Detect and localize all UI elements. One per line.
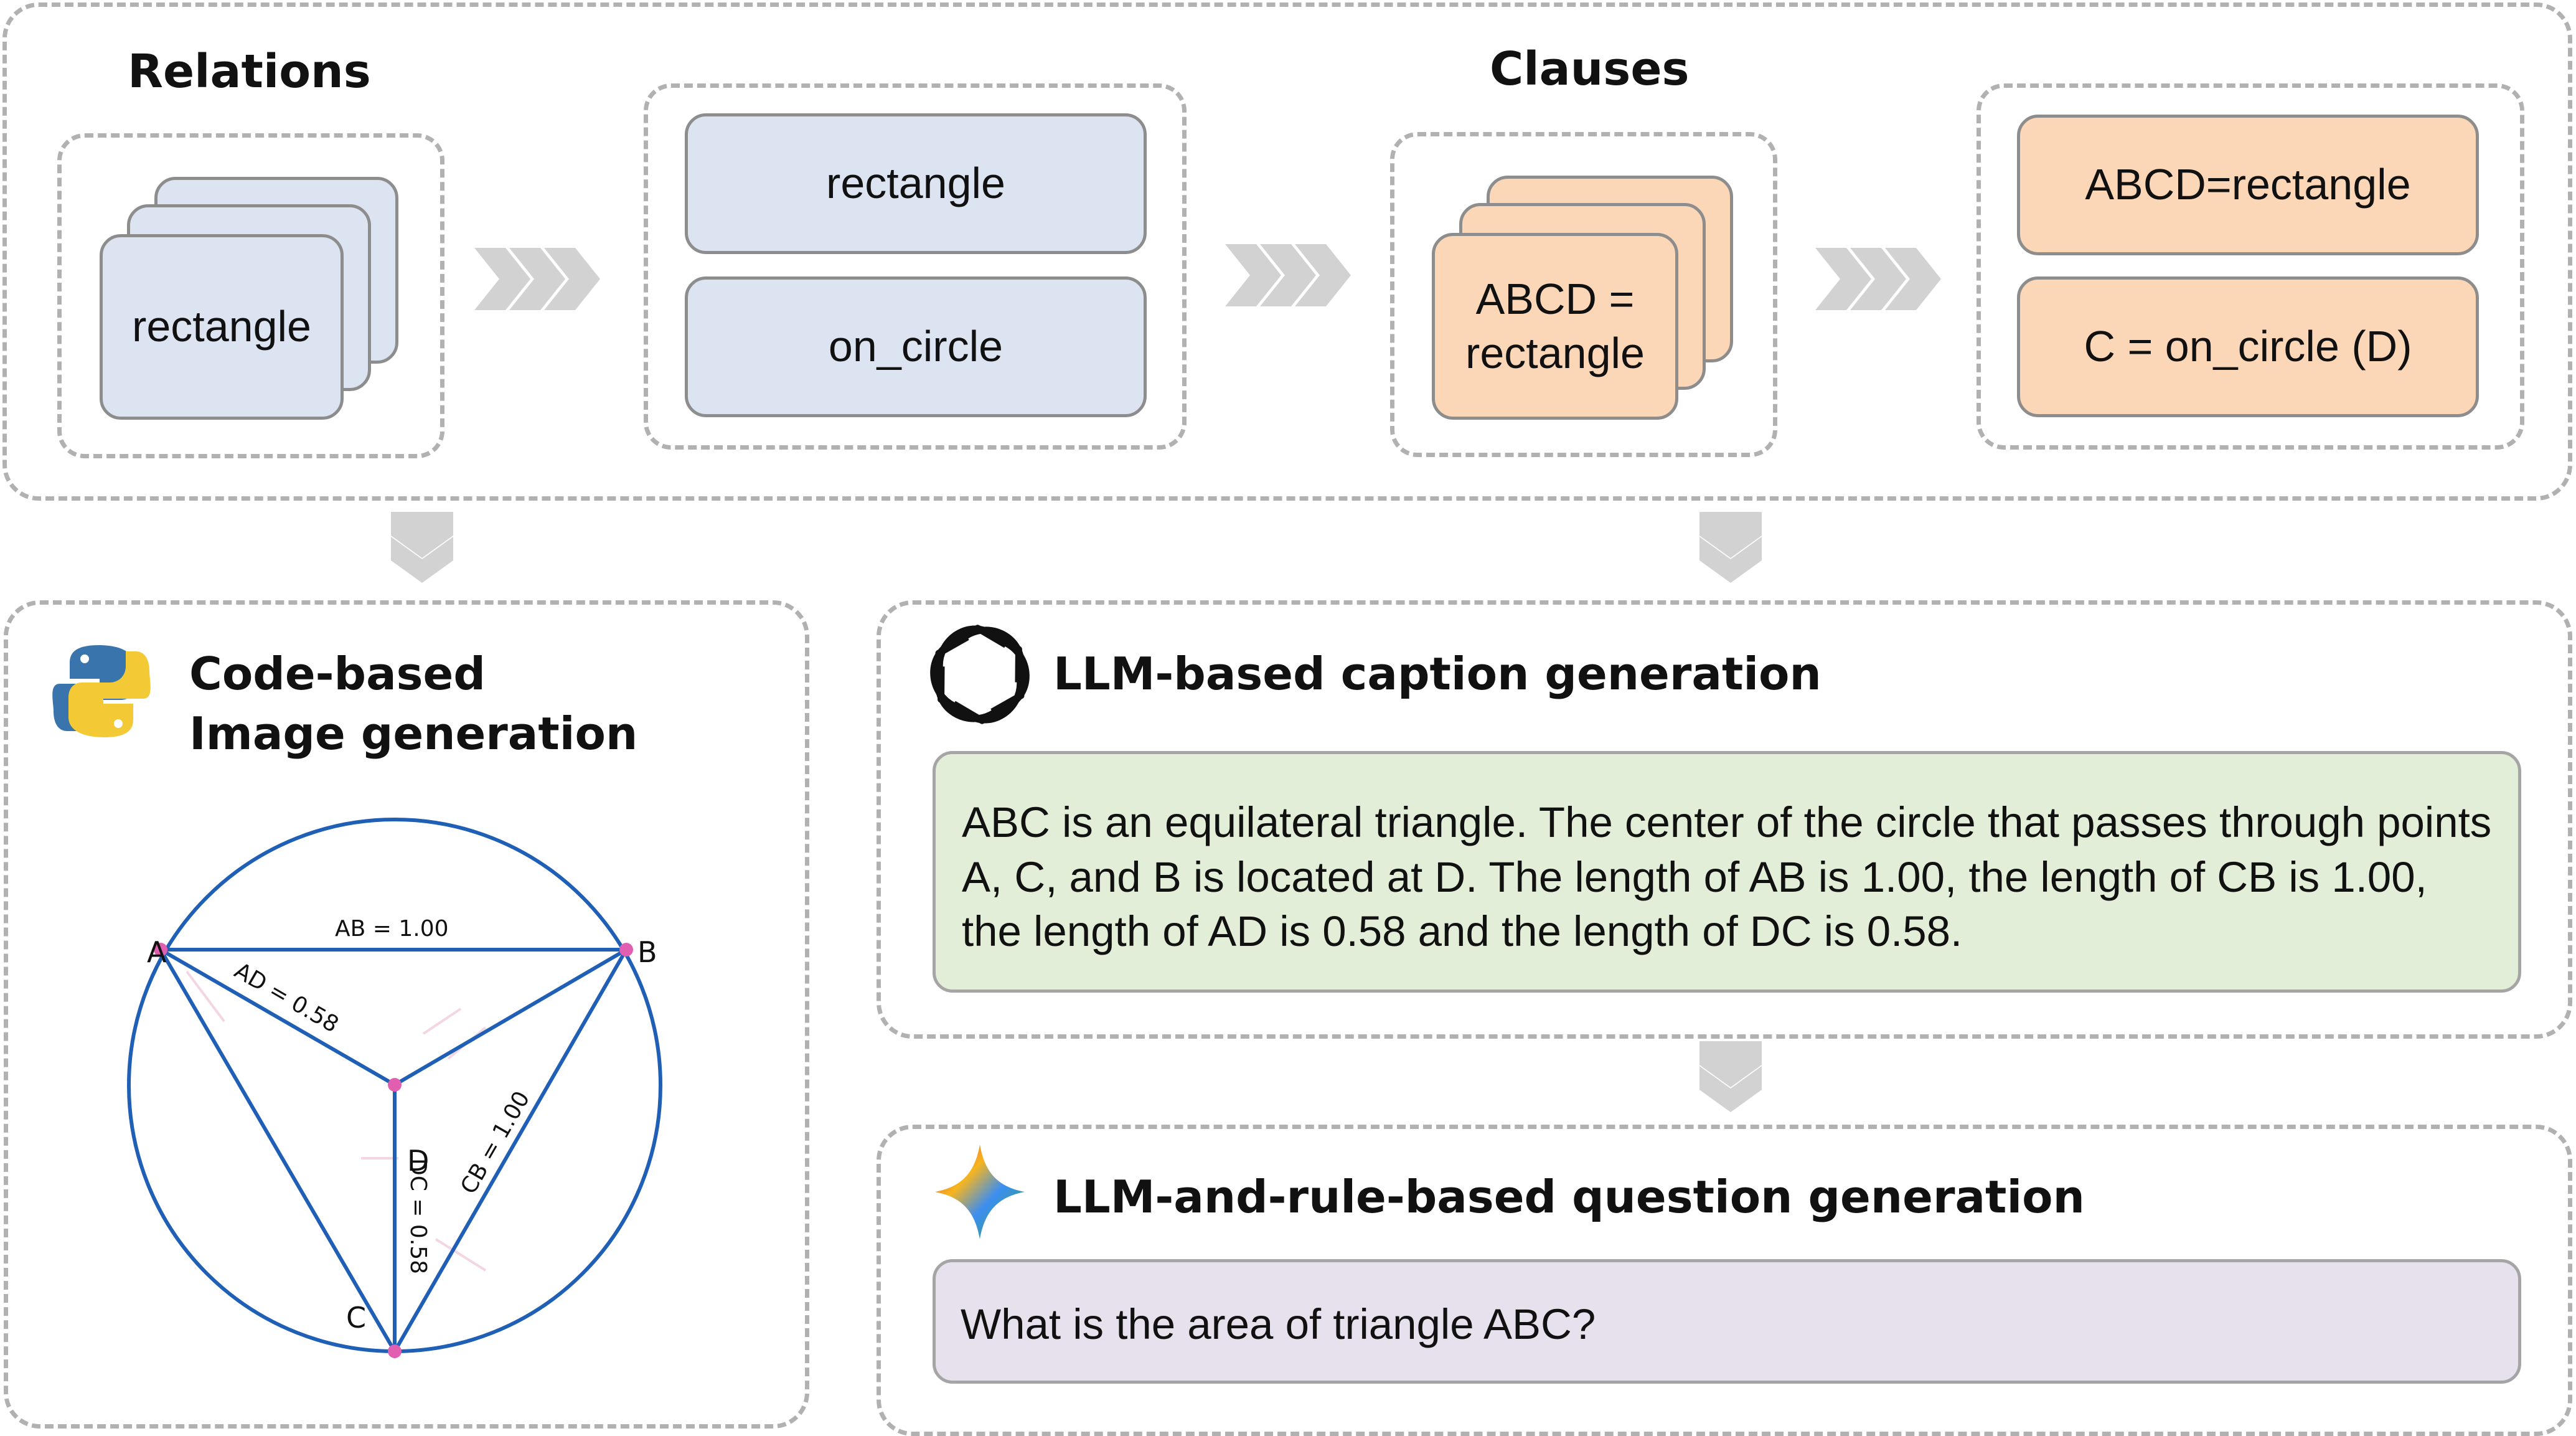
relation-list-item: on_circle [685, 276, 1147, 417]
caption-text: ABC is an equilateral triangle. The cent… [962, 798, 2492, 956]
relation-list-label: rectangle [826, 159, 1005, 208]
relation-stack-card-front: rectangle [100, 234, 344, 420]
clause-list-label: C = on_circle (D) [2084, 322, 2412, 371]
relations-stack-box [57, 133, 444, 458]
code-panel-title-line1: Code-based [189, 648, 486, 700]
down-chevron-arrow-icon [1699, 512, 1762, 583]
clauses-title: Clauses [1490, 42, 1690, 96]
question-text-box: What is the area of triangle ABC? [933, 1259, 2521, 1384]
relation-list-label: on_circle [828, 322, 1004, 371]
relation-stack-label: rectangle [132, 302, 311, 351]
caption-text-box: ABC is an equilateral triangle. The cent… [933, 751, 2521, 993]
clauses-list-box [1977, 83, 2524, 450]
clause-list-item: ABCD=rectangle [2017, 115, 2479, 255]
down-chevron-arrow-icon [391, 512, 453, 583]
relations-title: Relations [128, 45, 371, 98]
caption-panel-title: LLM-based caption generation [1053, 648, 1822, 700]
clauses-stack-box [1390, 132, 1777, 457]
clause-list-label: ABCD=rectangle [2085, 160, 2411, 209]
clause-list-item: C = on_circle (D) [2017, 276, 2479, 417]
question-panel-title: LLM-and-rule-based question generation [1053, 1171, 2085, 1223]
question-text: What is the area of triangle ABC? [961, 1300, 1596, 1348]
relation-list-item: rectangle [685, 113, 1147, 254]
top-pipeline-region [2, 2, 2572, 501]
down-chevron-arrow-icon [1699, 1041, 1762, 1112]
caption-generation-panel [877, 600, 2572, 1039]
clause-stack-card-front: ABCD = rectangle [1432, 233, 1678, 420]
code-panel-title-line2: Image generation [189, 707, 638, 760]
relations-list-box [644, 83, 1187, 450]
clause-stack-label: ABCD = rectangle [1465, 274, 1645, 378]
